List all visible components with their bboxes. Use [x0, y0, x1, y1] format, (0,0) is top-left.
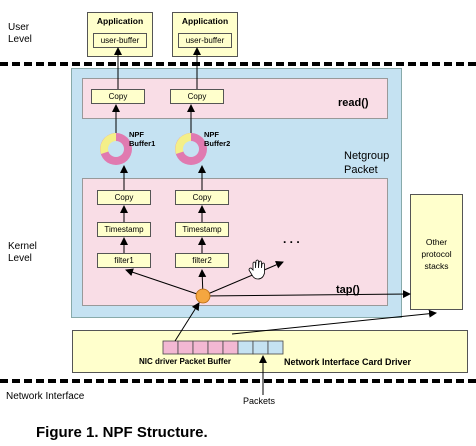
more-filters-ellipsis: . . .	[283, 232, 300, 246]
hand-cursor-icon	[248, 259, 265, 280]
kernel-network-divider	[0, 379, 476, 383]
read-label: read()	[338, 97, 369, 109]
arrow-tap-to-more	[202, 261, 284, 297]
application-title-2: Application	[181, 16, 229, 26]
buffer-cell-8	[267, 340, 284, 355]
application-title-1: Application	[96, 16, 144, 26]
other-protocol-stacks-box	[410, 194, 463, 310]
npf-buffer-1-label-line2: Buffer1	[129, 139, 155, 148]
user-kernel-divider	[0, 62, 476, 66]
packets-label: Packets	[243, 396, 276, 406]
copy-tap-2: Copy	[175, 190, 229, 205]
nic-packet-buffer-label: NIC driver Packet Buffer	[139, 357, 232, 366]
kernel-level-label: Kernel Level	[8, 241, 37, 264]
network-interface-label: Network Interface	[6, 391, 85, 402]
filter-2: filter2	[175, 253, 229, 268]
arrow-tap-to-filter1	[125, 268, 204, 297]
user-level-label: User Level	[8, 22, 32, 45]
application-box-2: Application user-buffer	[172, 12, 238, 57]
timestamp-1: Timestamp	[97, 222, 151, 237]
arrow-nic-to-other-stacks	[231, 309, 437, 335]
buffer-cell-5	[222, 340, 239, 355]
figure-caption: Figure 1. NPF Structure.	[36, 424, 208, 441]
nic-packet-buffer	[162, 340, 284, 355]
buffer-cell-6	[237, 340, 254, 355]
copy-tap-1: Copy	[97, 190, 151, 205]
npf-buffer-2-label-line2: Buffer2	[204, 139, 230, 148]
copy-read-2: Copy	[170, 89, 224, 104]
user-buffer-2: user-buffer	[178, 33, 232, 48]
npf-buffer-2-icon	[175, 133, 207, 165]
npf-buffer-1-label-line1: NPF	[129, 130, 144, 139]
copy-read-1: Copy	[91, 89, 145, 104]
filter-1: filter1	[97, 253, 151, 268]
tap-label: tap()	[336, 284, 360, 296]
timestamp-2: Timestamp	[175, 222, 229, 237]
buffer-cell-2	[177, 340, 194, 355]
nic-driver-label: Network Interface Card Driver	[284, 357, 412, 367]
arrow-tap-to-other-stacks	[202, 290, 411, 299]
tap-node	[195, 288, 211, 304]
buffer-cell-4	[207, 340, 224, 355]
npf-buffer-2-label-line1: NPF	[204, 130, 219, 139]
buffer-cell-3	[192, 340, 209, 355]
buffer-cell-1	[162, 340, 179, 355]
buffer-cell-7	[252, 340, 269, 355]
other-protocol-stacks-label: Other protocol stacks	[421, 237, 452, 271]
arrow-nic-to-tap	[174, 302, 200, 342]
npf-buffer-1-icon	[100, 133, 132, 165]
